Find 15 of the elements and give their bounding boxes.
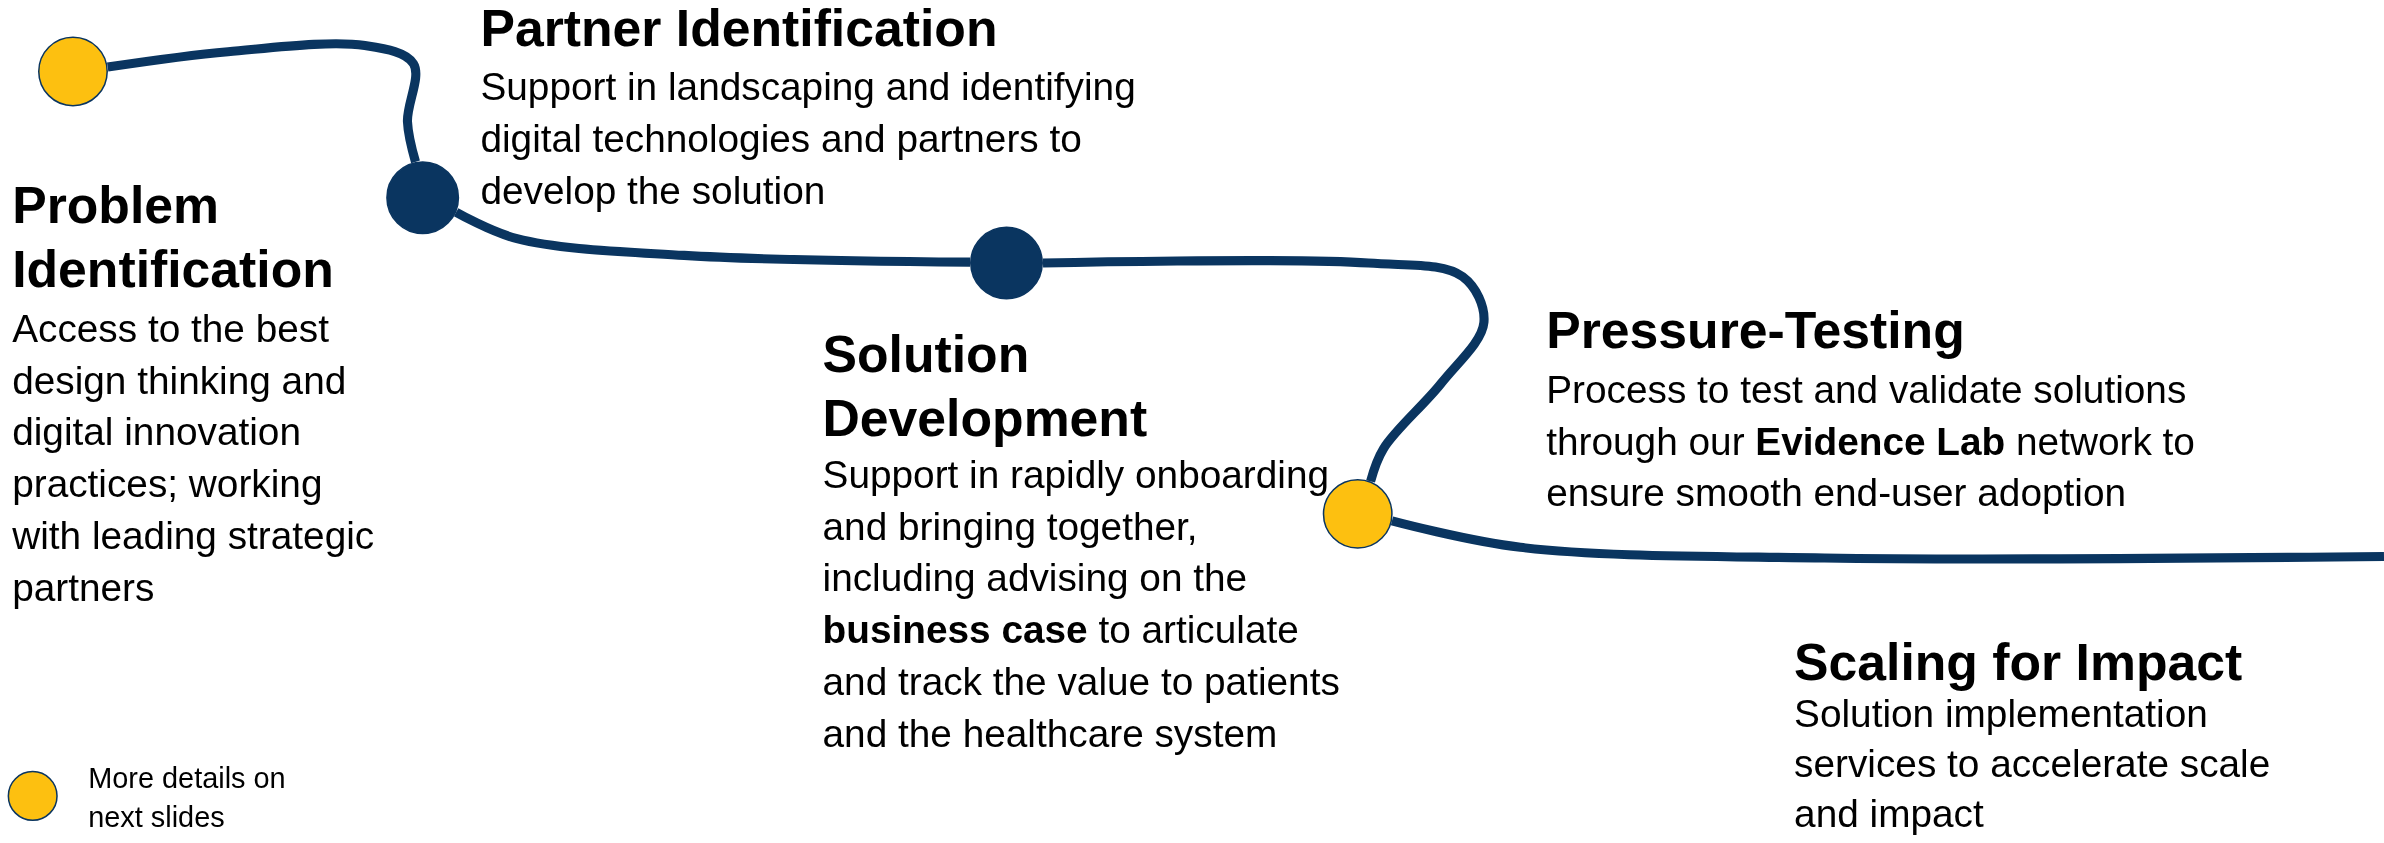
connector-line — [107, 39, 421, 164]
legend-text: More details on next slides — [88, 760, 287, 836]
step-description: Support in landscaping and identifying digital technologies and partners to develop the solution — [480, 64, 1137, 214]
step-heading: Partner Identification — [480, 0, 999, 59]
step-heading: Scaling for Impact — [1794, 631, 2244, 693]
step-heading: Pressure-Testing — [1546, 300, 1966, 361]
step-heading: Solution Development — [822, 324, 1149, 449]
connector-line — [1042, 256, 1489, 483]
step-description: Access to the best design thinking and digital innovation practices; working with leading strategic partners — [12, 306, 376, 611]
step-description: Solution implementation services to accelerate scale and impact — [1794, 691, 2272, 837]
connector-line — [453, 208, 971, 267]
step-heading: Problem Identification — [12, 175, 335, 300]
connector-line — [1390, 516, 2384, 564]
step-description: Support in rapidly onboarding and bringing together, including advising on the business case to articulate and track the value to patients and the healthcare system — [822, 452, 1341, 757]
step-description: Process to test and validate solutions through our Evidence Lab network to ensure smooth end-user adoption — [1546, 366, 2196, 516]
